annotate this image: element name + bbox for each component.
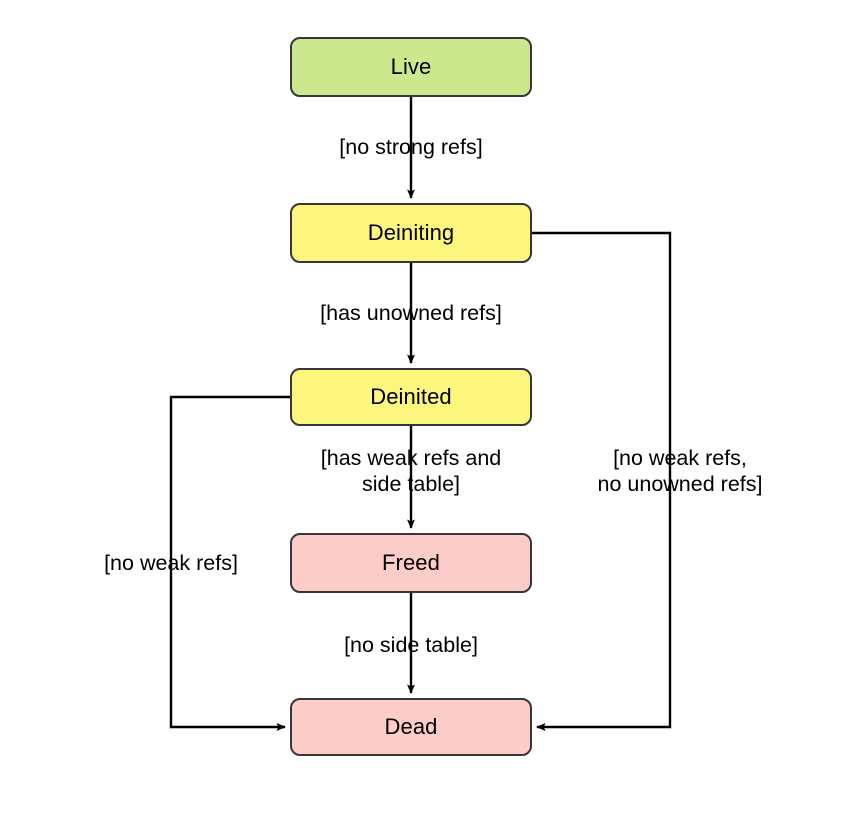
state-node-deinited-label: Deinited [370,384,452,409]
edge-label-no-strong-refs: [no strong refs] [339,134,483,159]
state-node-live[interactable]: Live [290,37,532,97]
edge-label-no-weak-refs: [no weak refs] [104,550,238,575]
state-node-deiniting[interactable]: Deiniting [290,203,532,263]
state-node-deiniting-label: Deiniting [367,220,455,245]
state-node-dead[interactable]: Dead [290,698,532,756]
state-node-deinited[interactable]: Deinited [290,368,532,426]
state-node-freed[interactable]: Freed [290,533,532,593]
edge-label-has-unowned-refs: [has unowned refs] [320,300,502,325]
edge-label-no-side-table: [no side table] [344,632,478,657]
state-node-freed-label: Freed [382,550,440,575]
edge-deiniting-to-dead [532,231,672,731]
state-node-live-label: Live [390,54,432,79]
state-node-dead-label: Dead [384,714,438,739]
edge-deinited-to-dead [169,395,290,731]
edge-label-no-weak-refs-no-unowned-refs: [no weak refs, no unowned refs] [597,445,763,496]
edge-label-has-weak-refs-and-side-table: [has weak refs and side table] [320,445,502,496]
